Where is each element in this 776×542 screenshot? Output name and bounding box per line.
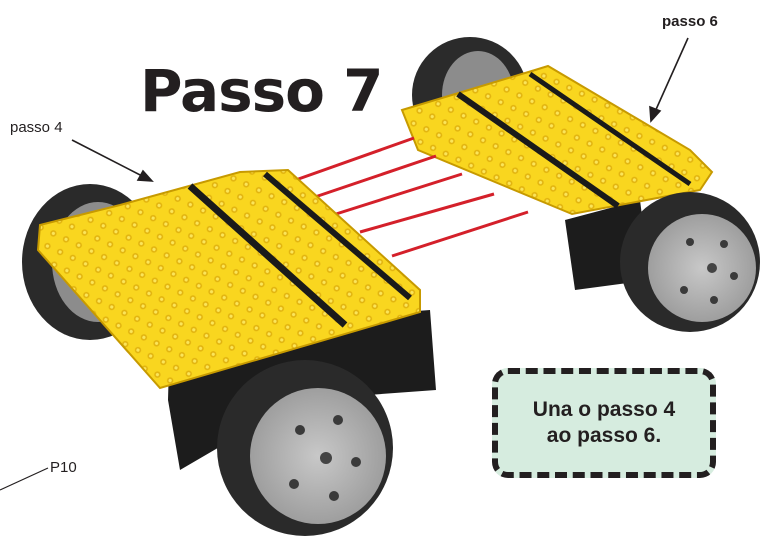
label-part-p10: P10 bbox=[50, 459, 77, 476]
instruction-line-2: ao passo 6. bbox=[546, 424, 662, 447]
label-passo-4: passo 4 bbox=[10, 119, 63, 136]
leader-p10 bbox=[0, 467, 49, 491]
arrow-passo-6 bbox=[649, 37, 689, 123]
arrow-passo-4 bbox=[71, 139, 154, 182]
left-module bbox=[22, 168, 436, 536]
instruction-callout: Una o passo 4 ao passo 6. bbox=[492, 368, 716, 478]
right-module bbox=[400, 37, 760, 332]
label-passo-6: passo 6 bbox=[662, 13, 718, 30]
right-yellow-plate bbox=[400, 64, 714, 216]
instruction-line-1: Una o passo 4 bbox=[532, 397, 676, 421]
page-title: Passo 7 bbox=[140, 57, 384, 125]
connector-lines bbox=[289, 136, 529, 258]
